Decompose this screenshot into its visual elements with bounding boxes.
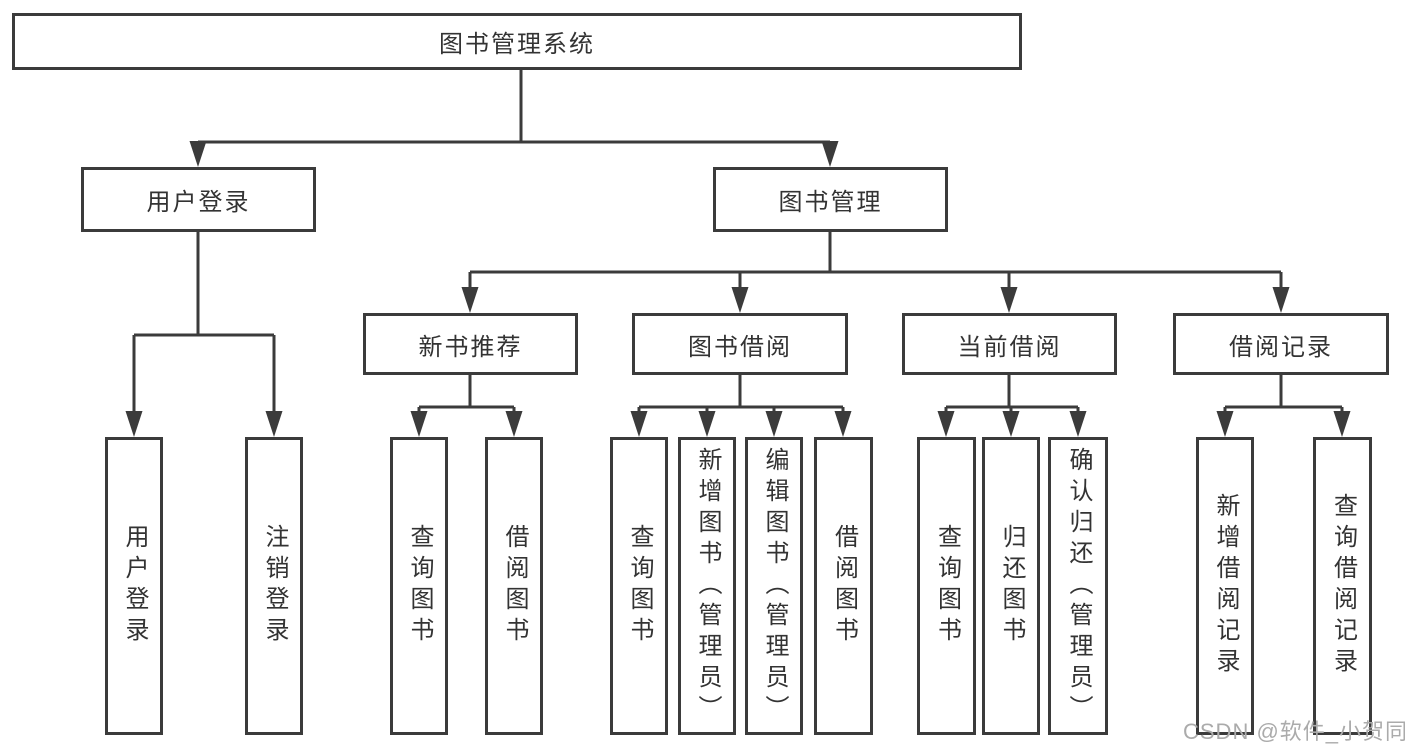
leaf-bb-query-books: 查询图书 [610,437,668,735]
node-current-borrowing-label: 当前借阅 [957,333,1062,361]
leaf-bb-borrow-books-label: 借阅图书 [830,524,858,648]
leaf-bb-add-books: 新增图书（管理员） [678,437,736,735]
leaf-nbr-query-books-label: 查询图书 [406,524,433,648]
leaf-cb-query-books-label: 查询图书 [933,524,961,648]
leaf-br-query-record-label: 查询借阅记录 [1329,493,1357,679]
leaf-cb-confirm-return-label: 确认归还（管理员） [1065,446,1092,726]
leaf-logout: 注销登录 [245,437,303,735]
leaf-br-query-record: 查询借阅记录 [1313,437,1372,735]
leaf-br-add-record-label: 新增借阅记录 [1212,493,1239,679]
leaf-cb-return-books: 归还图书 [982,437,1040,735]
leaf-bb-edit-books: 编辑图书（管理员） [745,437,803,735]
node-root: 图书管理系统 [12,13,1022,70]
node-new-book-recommend: 新书推荐 [363,313,578,375]
node-user-login-label: 用户登录 [146,189,251,216]
node-book-management: 图书管理 [713,167,948,232]
csdn-watermark: CSDN @软件_小贺同学 [1183,719,1405,744]
node-borrowing-records: 借阅记录 [1173,313,1389,375]
leaf-br-add-record: 新增借阅记录 [1196,437,1254,735]
leaf-nbr-borrow-books-label: 借阅图书 [501,524,528,648]
node-root-label: 图书管理系统 [439,31,595,58]
leaf-user-login: 用户登录 [105,437,163,735]
leaf-bb-add-books-label: 新增图书（管理员） [694,446,721,726]
node-new-book-recommend-label: 新书推荐 [418,333,523,361]
leaf-nbr-query-books: 查询图书 [390,437,448,735]
node-book-borrowing-label: 图书借阅 [688,333,792,361]
leaf-bb-borrow-books: 借阅图书 [814,437,873,735]
leaf-bb-query-books-label: 查询图书 [626,524,653,648]
leaf-nbr-borrow-books: 借阅图书 [485,437,543,735]
node-book-management-label: 图书管理 [778,189,883,216]
leaf-cb-return-books-label: 归还图书 [998,524,1025,648]
node-current-borrowing: 当前借阅 [902,313,1117,375]
node-user-login: 用户登录 [81,167,316,232]
leaf-cb-query-books: 查询图书 [917,437,976,735]
node-borrowing-records-label: 借阅记录 [1229,333,1333,361]
leaf-bb-edit-books-label: 编辑图书（管理员） [761,446,788,726]
leaf-user-login-label: 用户登录 [121,524,148,648]
leaf-logout-label: 注销登录 [261,524,288,648]
node-book-borrowing: 图书借阅 [632,313,848,375]
leaf-cb-confirm-return: 确认归还（管理员） [1048,437,1108,735]
